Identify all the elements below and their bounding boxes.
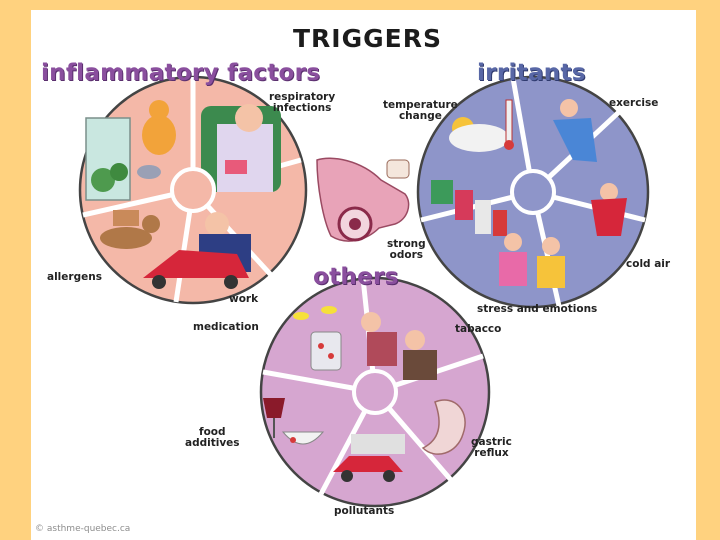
label-exercise: exercise (609, 97, 659, 109)
irritants-wheel (416, 75, 650, 309)
airway-illustration (316, 157, 410, 242)
label-allergens: allergens (47, 271, 102, 283)
label-cold-air: cold air (626, 258, 671, 270)
slide: TRIGGERS inflammatory factors irritants … (31, 10, 696, 540)
inflammatory-wheel (78, 75, 308, 305)
others-wheel (259, 276, 491, 508)
label-tabacco: tabacco (455, 323, 502, 335)
label-work: work (229, 293, 259, 305)
diagram-illustration (78, 75, 650, 508)
label-temperature-change: temperature change (383, 99, 458, 122)
credit-text: © asthme-quebec.ca (35, 524, 131, 534)
irritants-title: irritants (477, 60, 586, 86)
label-medication: medication (193, 321, 259, 333)
label-strong-odors: strong odors (387, 238, 426, 261)
label-food-additives: food additives (185, 426, 240, 449)
inflammatory-factors-title: inflammatory factors (41, 60, 321, 86)
label-respiratory-infections: respiratory infections (269, 91, 336, 114)
label-stress-and-emotions: stress and emotions (477, 303, 598, 315)
label-pollutants: pollutants (334, 505, 395, 517)
page-title: TRIGGERS (293, 24, 442, 53)
label-gastric-reflux: gastric reflux (471, 436, 512, 459)
others-title: others (313, 264, 399, 290)
